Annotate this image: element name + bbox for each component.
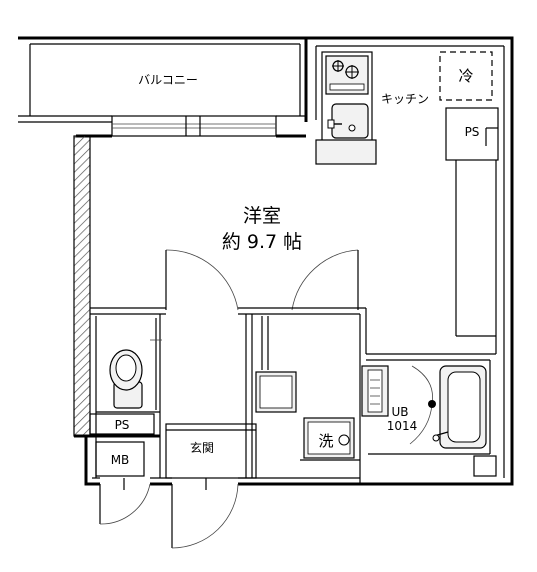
ps-kitchen-label: PS [465, 125, 480, 139]
fridge-label: 冷 [458, 67, 473, 85]
mb-label: MB [111, 453, 130, 467]
washer-label: 洗 [318, 432, 333, 450]
balcony-window [111, 115, 277, 137]
vanity-cabinet [255, 371, 297, 413]
room-doors [165, 249, 359, 311]
kitchen-area: 冷 キッチン PS [315, 51, 499, 165]
stove-icon [325, 55, 369, 95]
entrance-door [171, 478, 239, 549]
ps-entry-label: PS [115, 418, 130, 432]
unit-bath: UB 1014 [387, 365, 487, 449]
kitchen-label: キッチン [381, 92, 429, 106]
balcony-label: バルコニー [138, 73, 198, 87]
western-room-label: 洋室 [243, 205, 281, 227]
vanity-sink-icon [361, 365, 389, 417]
outer-walls [73, 36, 514, 486]
sink-icon [327, 103, 369, 139]
entrance-label: 玄関 [190, 440, 214, 455]
ub-size-label: 1014 [387, 419, 418, 433]
mb-door [99, 478, 151, 525]
balcony-area [18, 36, 308, 123]
toilet-icon [109, 318, 162, 410]
western-room-size: 約 9.7 帖 [222, 231, 302, 253]
washer-space: 洗 [303, 417, 355, 459]
interior-walls [90, 160, 497, 484]
ub-label: UB [391, 405, 408, 419]
